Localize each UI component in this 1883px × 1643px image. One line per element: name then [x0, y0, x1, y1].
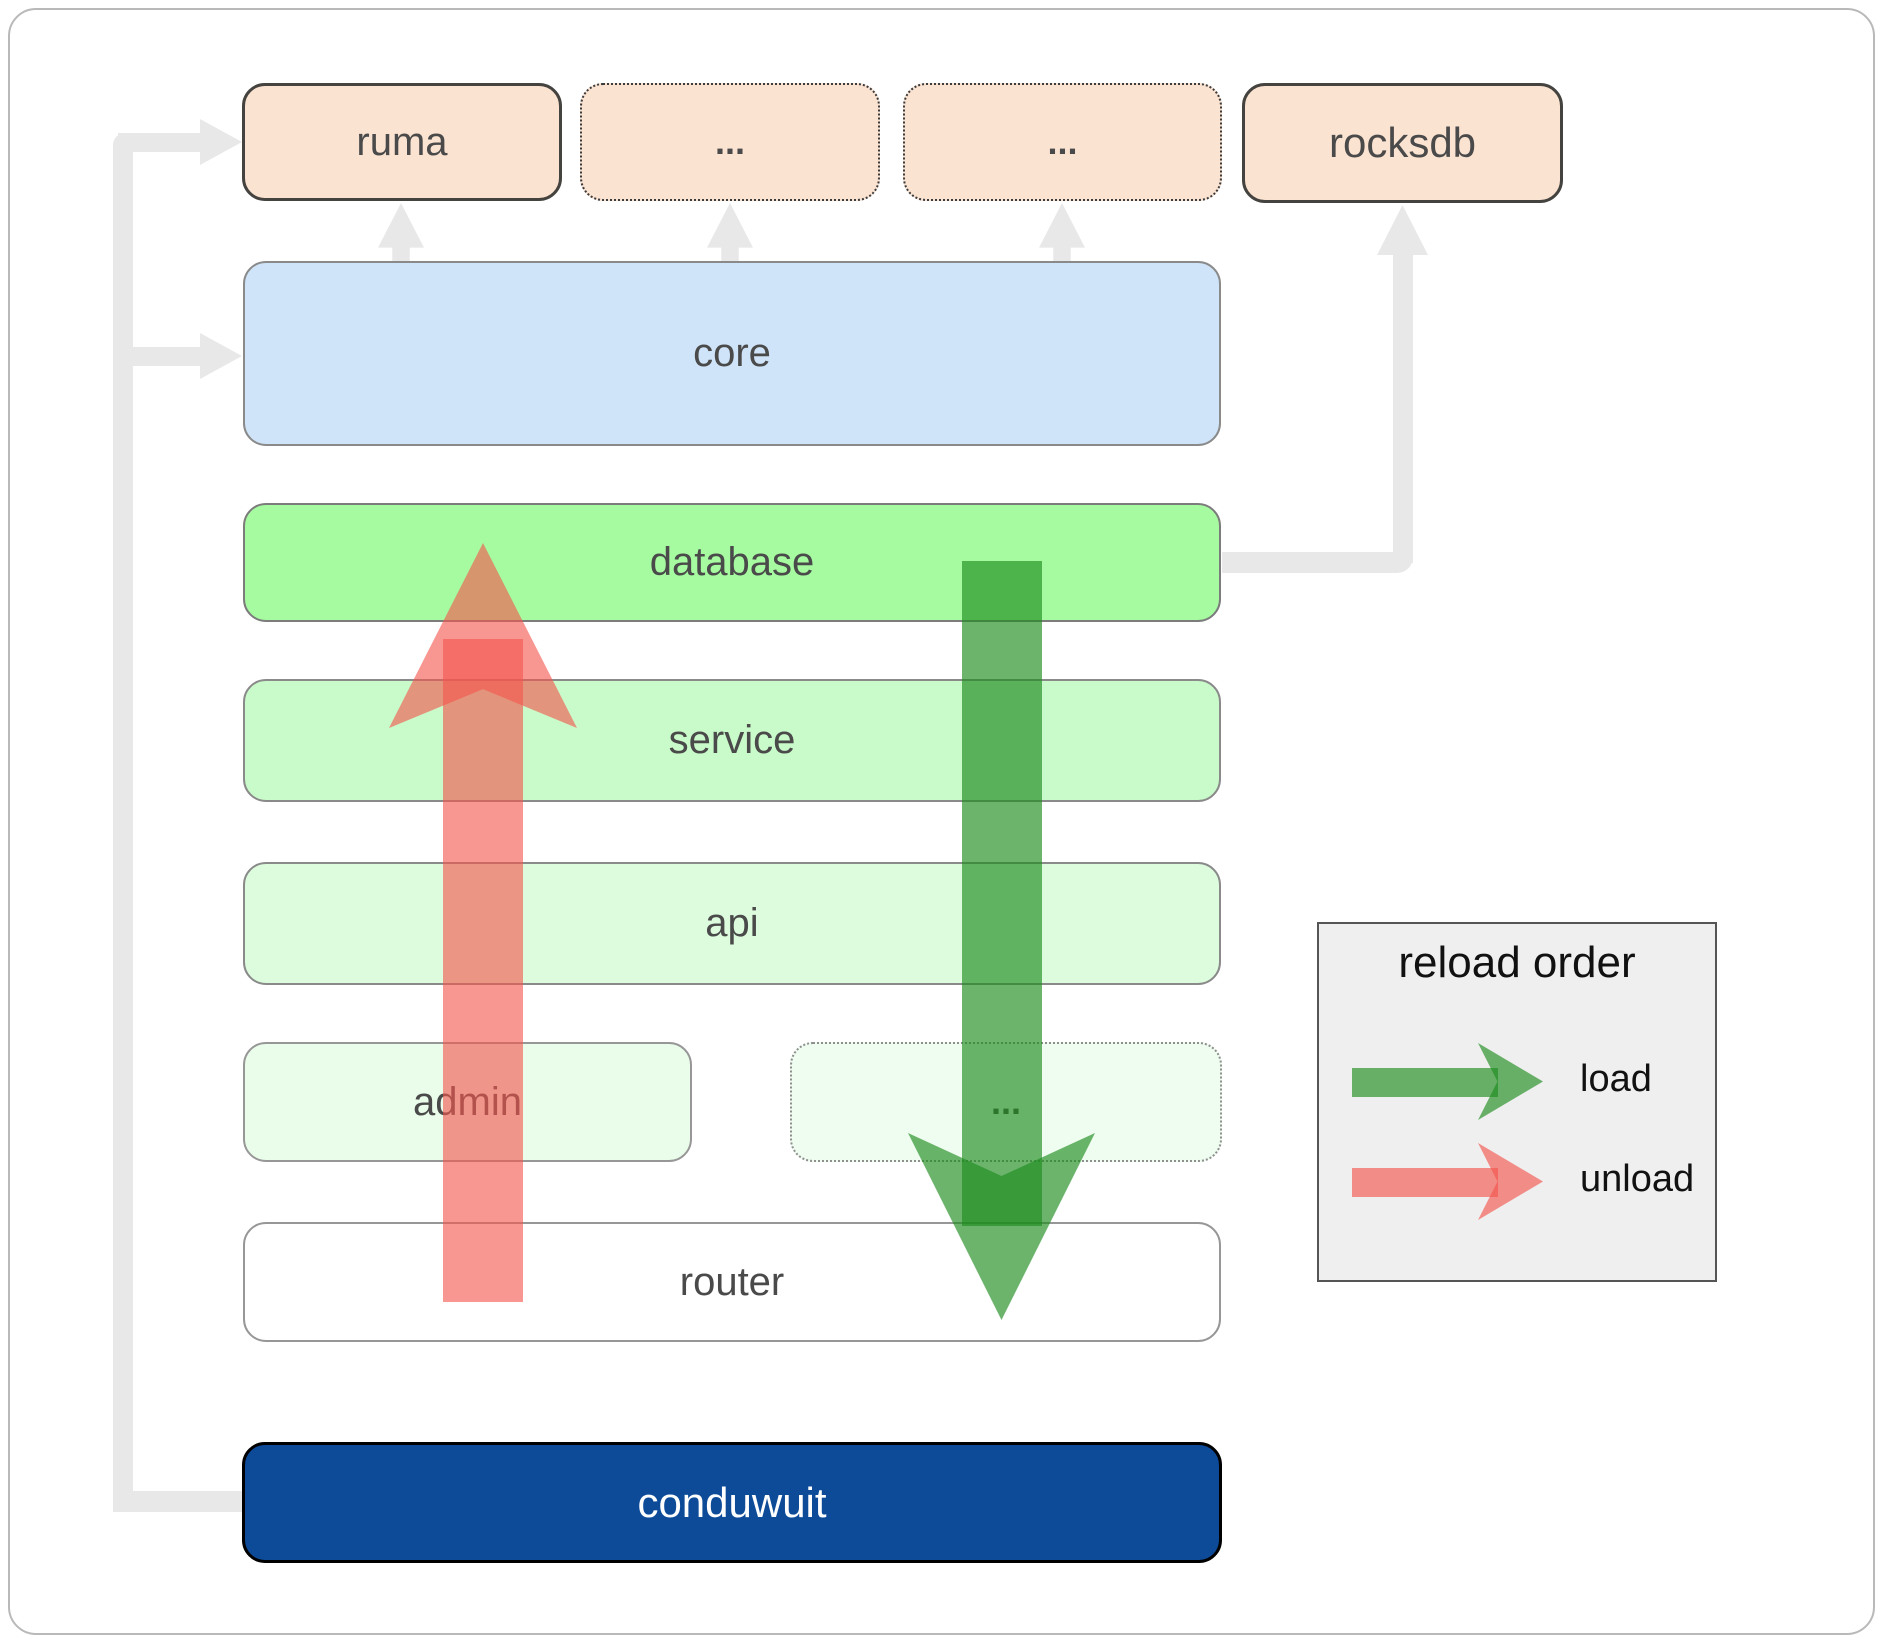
- connector-from-conduwuit: [113, 1491, 242, 1512]
- node-ruma-label: ruma: [356, 119, 448, 164]
- legend-title: reload order: [1398, 938, 1636, 987]
- node-dependency-2-label: ...: [1047, 121, 1078, 162]
- node-service: service: [243, 679, 1221, 802]
- node-core-label: core: [693, 331, 771, 375]
- legend-unload-arrow-shaft-icon: [1352, 1168, 1498, 1197]
- node-router: router: [243, 1222, 1221, 1342]
- node-rocksdb-label: rocksdb: [1328, 119, 1477, 166]
- node-database-label: database: [649, 540, 815, 584]
- connector-database-right: [1222, 552, 1413, 573]
- node-rocksdb: rocksdb: [1242, 83, 1563, 203]
- node-core: core: [243, 261, 1221, 446]
- node-conduwuit-label: conduwuit: [637, 1478, 827, 1526]
- outer-frame: [8, 8, 1875, 1635]
- load-arrow-shaft-icon: [962, 561, 1042, 1226]
- node-dependency-1-label: ...: [714, 121, 745, 162]
- node-service-label: service: [668, 718, 796, 762]
- connector-rocksdb-vertical: [1393, 253, 1413, 563]
- legend-box: [1317, 922, 1717, 1282]
- node-dependency-1: ...: [580, 83, 880, 201]
- connector-conduwuit-up-line: [113, 133, 133, 1512]
- node-api: api: [243, 862, 1221, 985]
- legend-unload-label: unload: [1580, 1158, 1695, 1200]
- connector-branch-to-core: [133, 347, 200, 366]
- legend-load-label: load: [1580, 1058, 1652, 1100]
- node-router-label: router: [679, 1259, 785, 1304]
- node-ruma: ruma: [242, 83, 562, 201]
- node-database: database: [243, 503, 1221, 622]
- legend-load-arrow-shaft-icon: [1352, 1068, 1498, 1097]
- node-conduwuit: conduwuit: [242, 1442, 1222, 1563]
- node-dependency-2: ...: [903, 83, 1222, 201]
- node-api-label: api: [705, 901, 759, 945]
- unload-arrow-shaft-icon: [443, 639, 523, 1302]
- connector-branch-to-ruma: [118, 133, 200, 152]
